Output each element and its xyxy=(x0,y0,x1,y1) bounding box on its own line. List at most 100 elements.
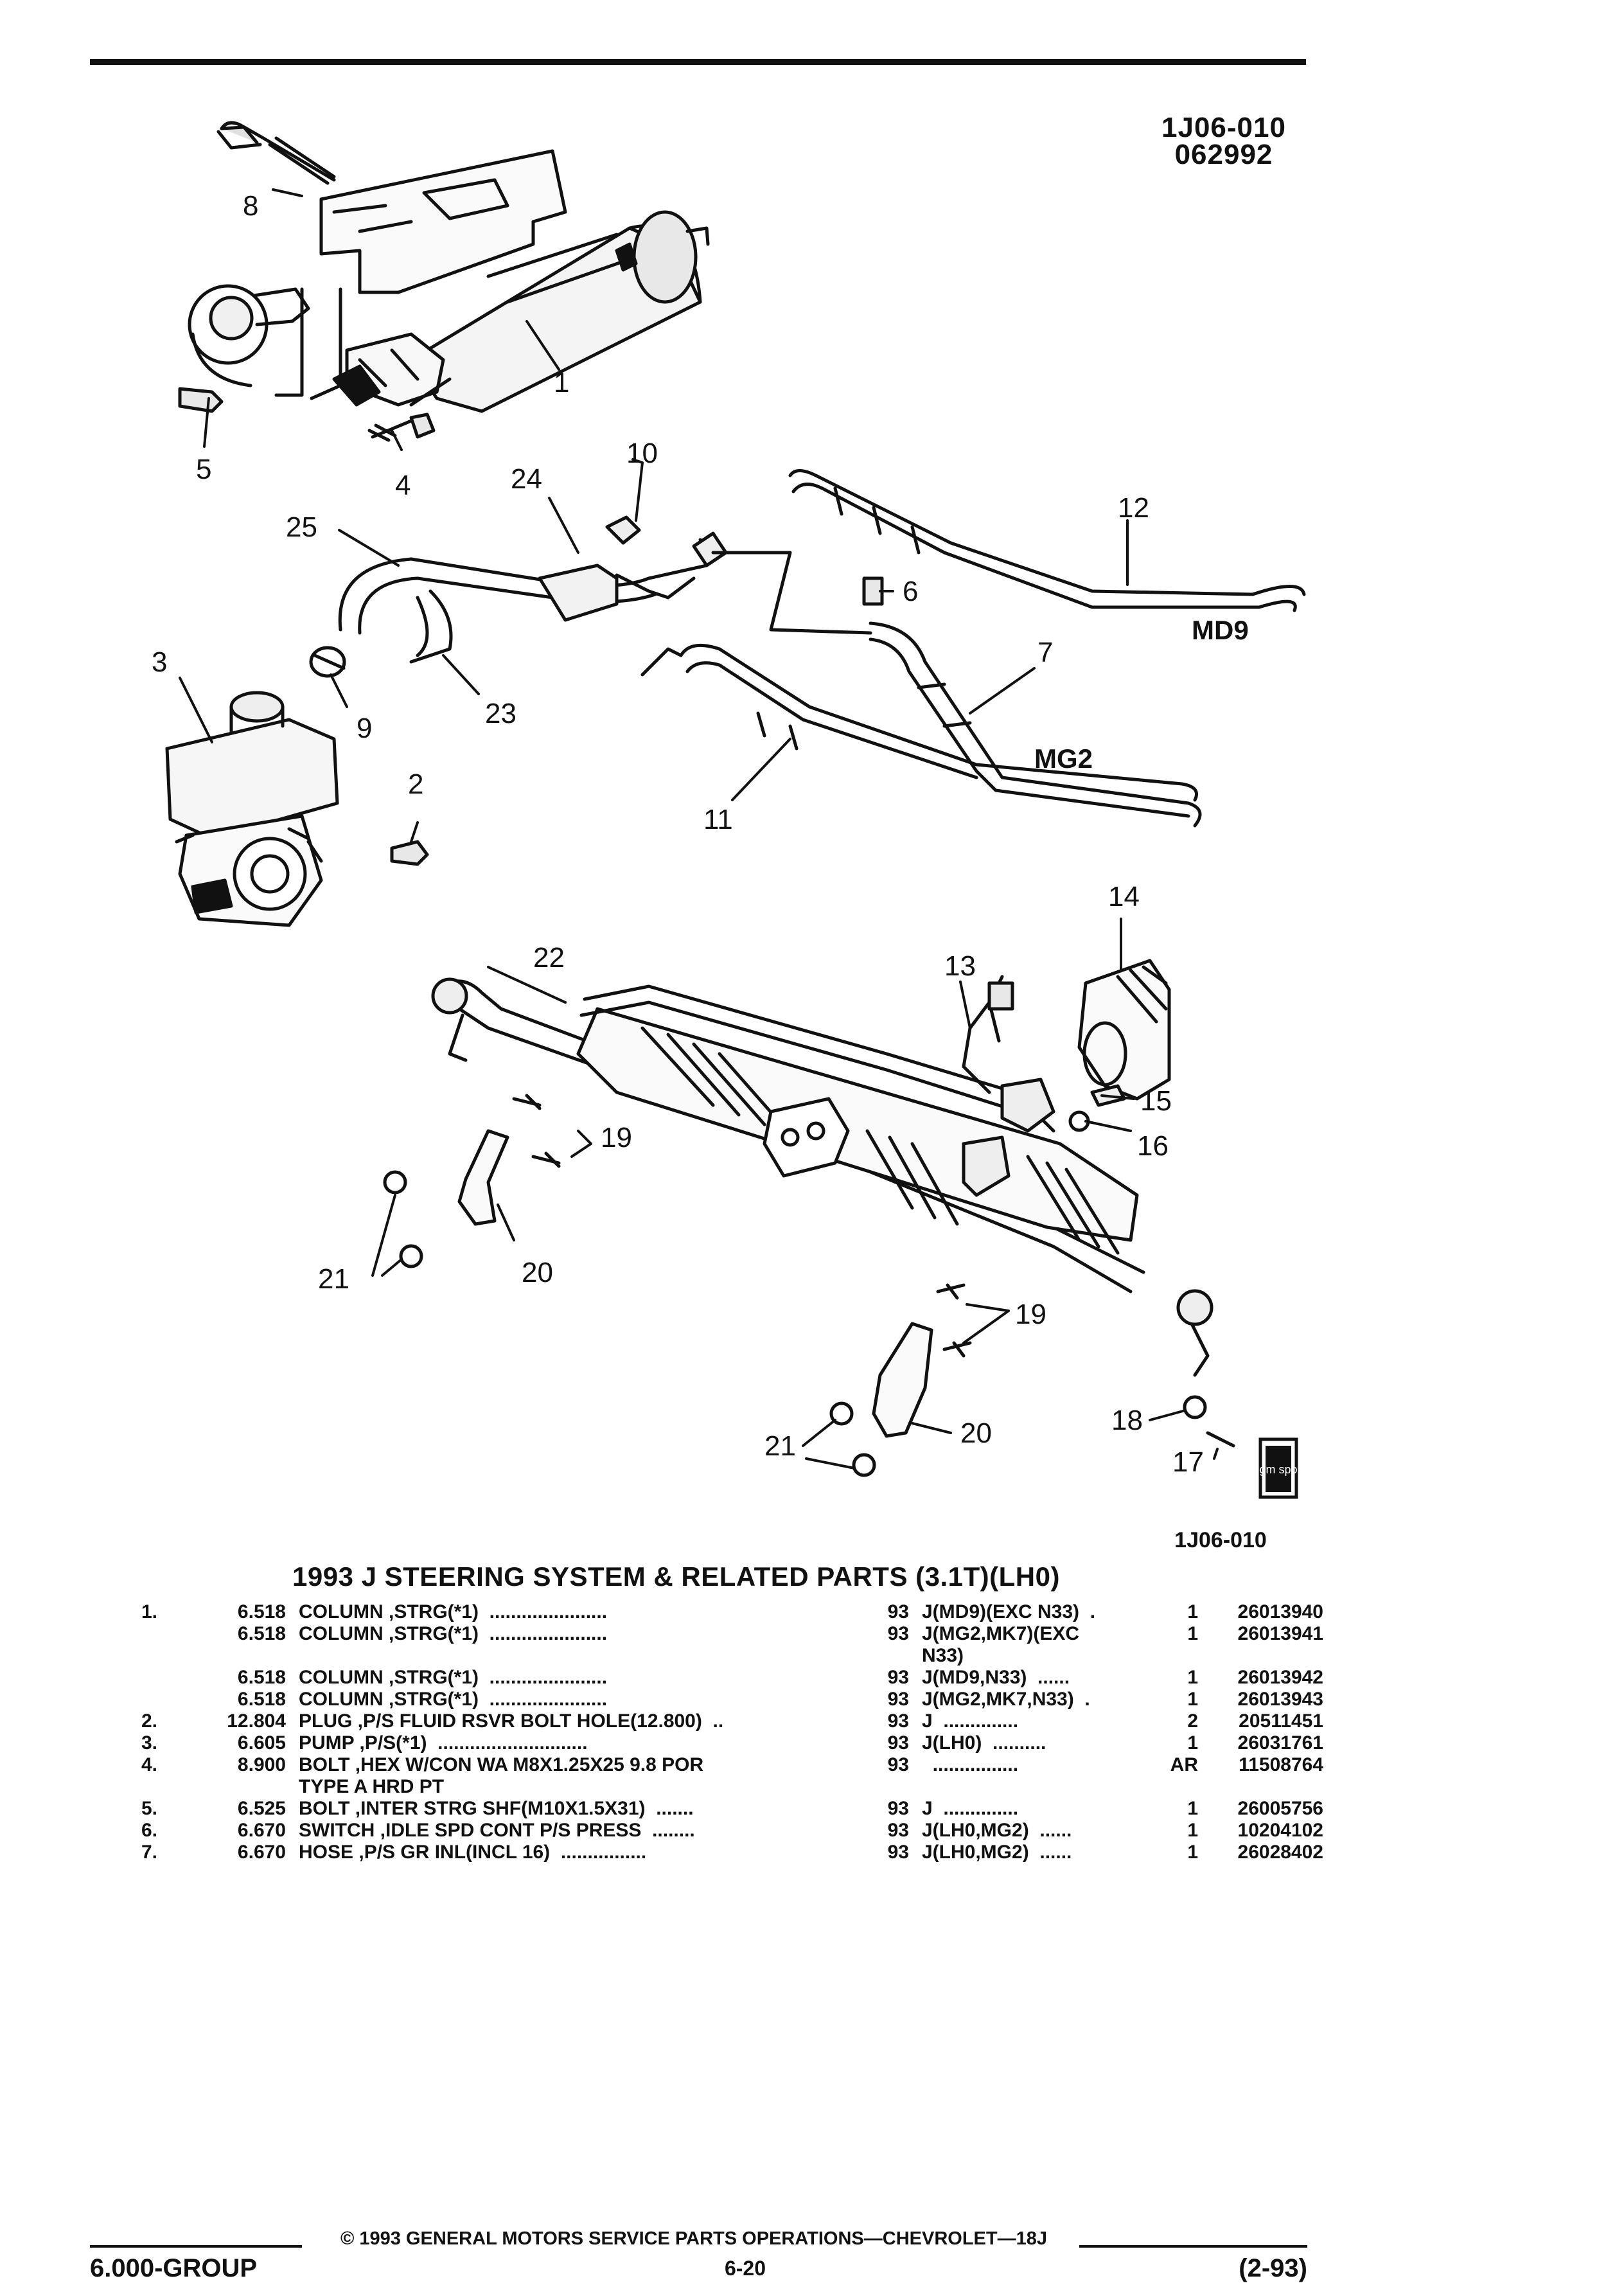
callout-22: 22 xyxy=(533,942,565,973)
table-cell-part: 10204102 xyxy=(1237,1820,1323,1841)
table-cell-group: 6.605 xyxy=(237,1732,286,1754)
table-cell-part: 26005756 xyxy=(1237,1798,1323,1819)
table-cell-part: 11508764 xyxy=(1239,1754,1323,1775)
table-cell-app: J(MG2,MK7)(EXC xyxy=(922,1623,1080,1644)
callout-19-right: 19 xyxy=(1015,1299,1046,1330)
callout-14: 14 xyxy=(1108,881,1140,912)
table-cell-app: J .............. xyxy=(922,1798,1019,1819)
bolt-4-part xyxy=(367,413,436,442)
table-cell-qty: AR xyxy=(1170,1754,1198,1775)
table-cell-desc: COLUMN ,STRG(*1) ...................... xyxy=(299,1689,608,1710)
table-cell-app: N33) xyxy=(922,1645,964,1666)
table-cell-desc: COLUMN ,STRG(*1) ...................... xyxy=(299,1601,608,1622)
table-cell-qty: 1 xyxy=(1187,1623,1198,1644)
table-cell-app: J(LH0,MG2) ...... xyxy=(922,1842,1072,1863)
callout-23: 23 xyxy=(485,698,516,729)
callout-11: 11 xyxy=(703,804,733,835)
pipe-13-part xyxy=(968,975,1014,1030)
callout-21-left: 21 xyxy=(318,1263,349,1295)
illustration-code-block: 1J06-010 062992 xyxy=(1131,112,1317,169)
table-cell-qty: 1 xyxy=(1187,1842,1198,1863)
callout-9: 9 xyxy=(357,713,372,744)
callout-numbers: 1 2 3 4 5 6 7 8 9 10 11 12 13 14 15 16 1… xyxy=(152,190,1204,1478)
table-cell-app: ................ xyxy=(922,1754,1019,1775)
table-cell-desc: HOSE ,P/S GR INL(INCL 16) ..............… xyxy=(299,1842,647,1863)
table-cell-item: 2. xyxy=(141,1710,158,1732)
table-row: N33) xyxy=(141,1645,1317,1667)
table-cell-year: 93 xyxy=(887,1623,909,1644)
callout-3: 3 xyxy=(152,646,167,678)
callout-18: 18 xyxy=(1111,1405,1143,1436)
footer-rule-left xyxy=(90,2245,302,2248)
mount-bracket-left-part xyxy=(383,1094,561,1268)
page-number: 6-20 xyxy=(724,2257,766,2280)
copyright-line: © 1993 GENERAL MOTORS SERVICE PARTS OPER… xyxy=(340,2228,1047,2249)
callout-20-left: 20 xyxy=(522,1257,553,1288)
table-cell-app: J .............. xyxy=(922,1710,1019,1732)
table-cell-group: 6.670 xyxy=(237,1842,286,1863)
table-cell-desc: TYPE A HRD PT xyxy=(299,1776,445,1797)
table-cell-group: 12.804 xyxy=(227,1710,286,1732)
table-row: 2. 12.804 PLUG ,P/S FLUID RSVR BOLT HOLE(1… xyxy=(141,1710,1323,1732)
table-cell-part: 26013942 xyxy=(1237,1667,1323,1688)
table-cell-desc: BOLT ,INTER STRG SHF(M10X1.5X31) ....... xyxy=(299,1798,694,1819)
table-cell-part: 20511451 xyxy=(1239,1710,1323,1732)
table-cell-part: 26013941 xyxy=(1237,1623,1323,1644)
callout-6: 6 xyxy=(903,576,918,607)
callout-5: 5 xyxy=(196,454,211,485)
intermediate-shaft-part xyxy=(216,121,336,185)
table-cell-year: 93 xyxy=(887,1710,909,1732)
table-cell-item: 7. xyxy=(141,1842,158,1863)
option-mg2-label: MG2 xyxy=(1034,743,1093,774)
footer-rule-right xyxy=(1079,2245,1307,2248)
table-cell-app: J(LH0) .......... xyxy=(922,1732,1046,1754)
table-cell-item: 6. xyxy=(141,1820,158,1841)
table-cell-item: 5. xyxy=(141,1798,158,1819)
table-cell-part: 26031761 xyxy=(1237,1732,1323,1754)
callout-24: 24 xyxy=(511,463,542,495)
clamp-9-part xyxy=(309,646,346,678)
table-cell-group: 8.900 xyxy=(237,1754,286,1775)
table-cell-desc: COLUMN ,STRG(*1) ...................... xyxy=(299,1667,608,1688)
table-cell-year: 93 xyxy=(887,1798,909,1819)
hose-md9-part xyxy=(788,469,1306,612)
plug-2-part xyxy=(390,840,429,866)
table-cell-part: 26013940 xyxy=(1237,1601,1323,1622)
table-row: 7. 6.670 HOSE ,P/S GR INL(INCL 16) .......… xyxy=(141,1842,1323,1863)
table-row: TYPE A HRD PT xyxy=(141,1776,1317,1798)
table-cell-group: 6.518 xyxy=(237,1601,286,1622)
table-cell-year: 93 xyxy=(887,1667,909,1688)
callout-1: 1 xyxy=(554,367,569,398)
hose-mg2-part xyxy=(640,551,1202,828)
callout-20-right: 20 xyxy=(960,1417,992,1449)
illustration-code: 1J06-010 xyxy=(1161,112,1286,143)
bolt-5-part xyxy=(178,387,224,413)
table-cell-qty: 1 xyxy=(1187,1798,1198,1819)
table-cell-app: J(MD9)(EXC N33) . xyxy=(922,1601,1096,1622)
table-cell-desc: PUMP ,P/S(*1) ..........................… xyxy=(299,1732,588,1754)
figure-code: 1J06-010 xyxy=(1174,1528,1267,1552)
nut-18-part xyxy=(1183,1395,1207,1419)
table-cell-desc: SWITCH ,IDLE SPD CONT P/S PRESS ........ xyxy=(299,1820,695,1841)
table-cell-year: 93 xyxy=(887,1732,909,1754)
table-cell-year: 93 xyxy=(887,1754,909,1775)
table-cell-part: 26013943 xyxy=(1237,1689,1323,1710)
table-cell-qty: 1 xyxy=(1187,1732,1198,1754)
table-cell-group: 6.670 xyxy=(237,1820,286,1841)
callout-8: 8 xyxy=(243,190,258,222)
callout-12: 12 xyxy=(1118,492,1149,524)
option-md9-label: MD9 xyxy=(1192,615,1249,645)
table-cell-desc: PLUG ,P/S FLUID RSVR BOLT HOLE(12.800) .… xyxy=(299,1710,724,1732)
table-cell-year: 93 xyxy=(887,1820,909,1841)
group-label: 6.000-GROUP xyxy=(90,2254,258,2282)
revision-date: (2-93) xyxy=(1239,2254,1307,2282)
table-row: 6. 6.670 SWITCH ,IDLE SPD CONT P/S PRESS .… xyxy=(141,1820,1323,1842)
power-steering-pump-part xyxy=(165,691,339,927)
table-cell-app: J(LH0,MG2) ...... xyxy=(922,1820,1072,1841)
table-cell-desc: COLUMN ,STRG(*1) ...................... xyxy=(299,1623,608,1644)
